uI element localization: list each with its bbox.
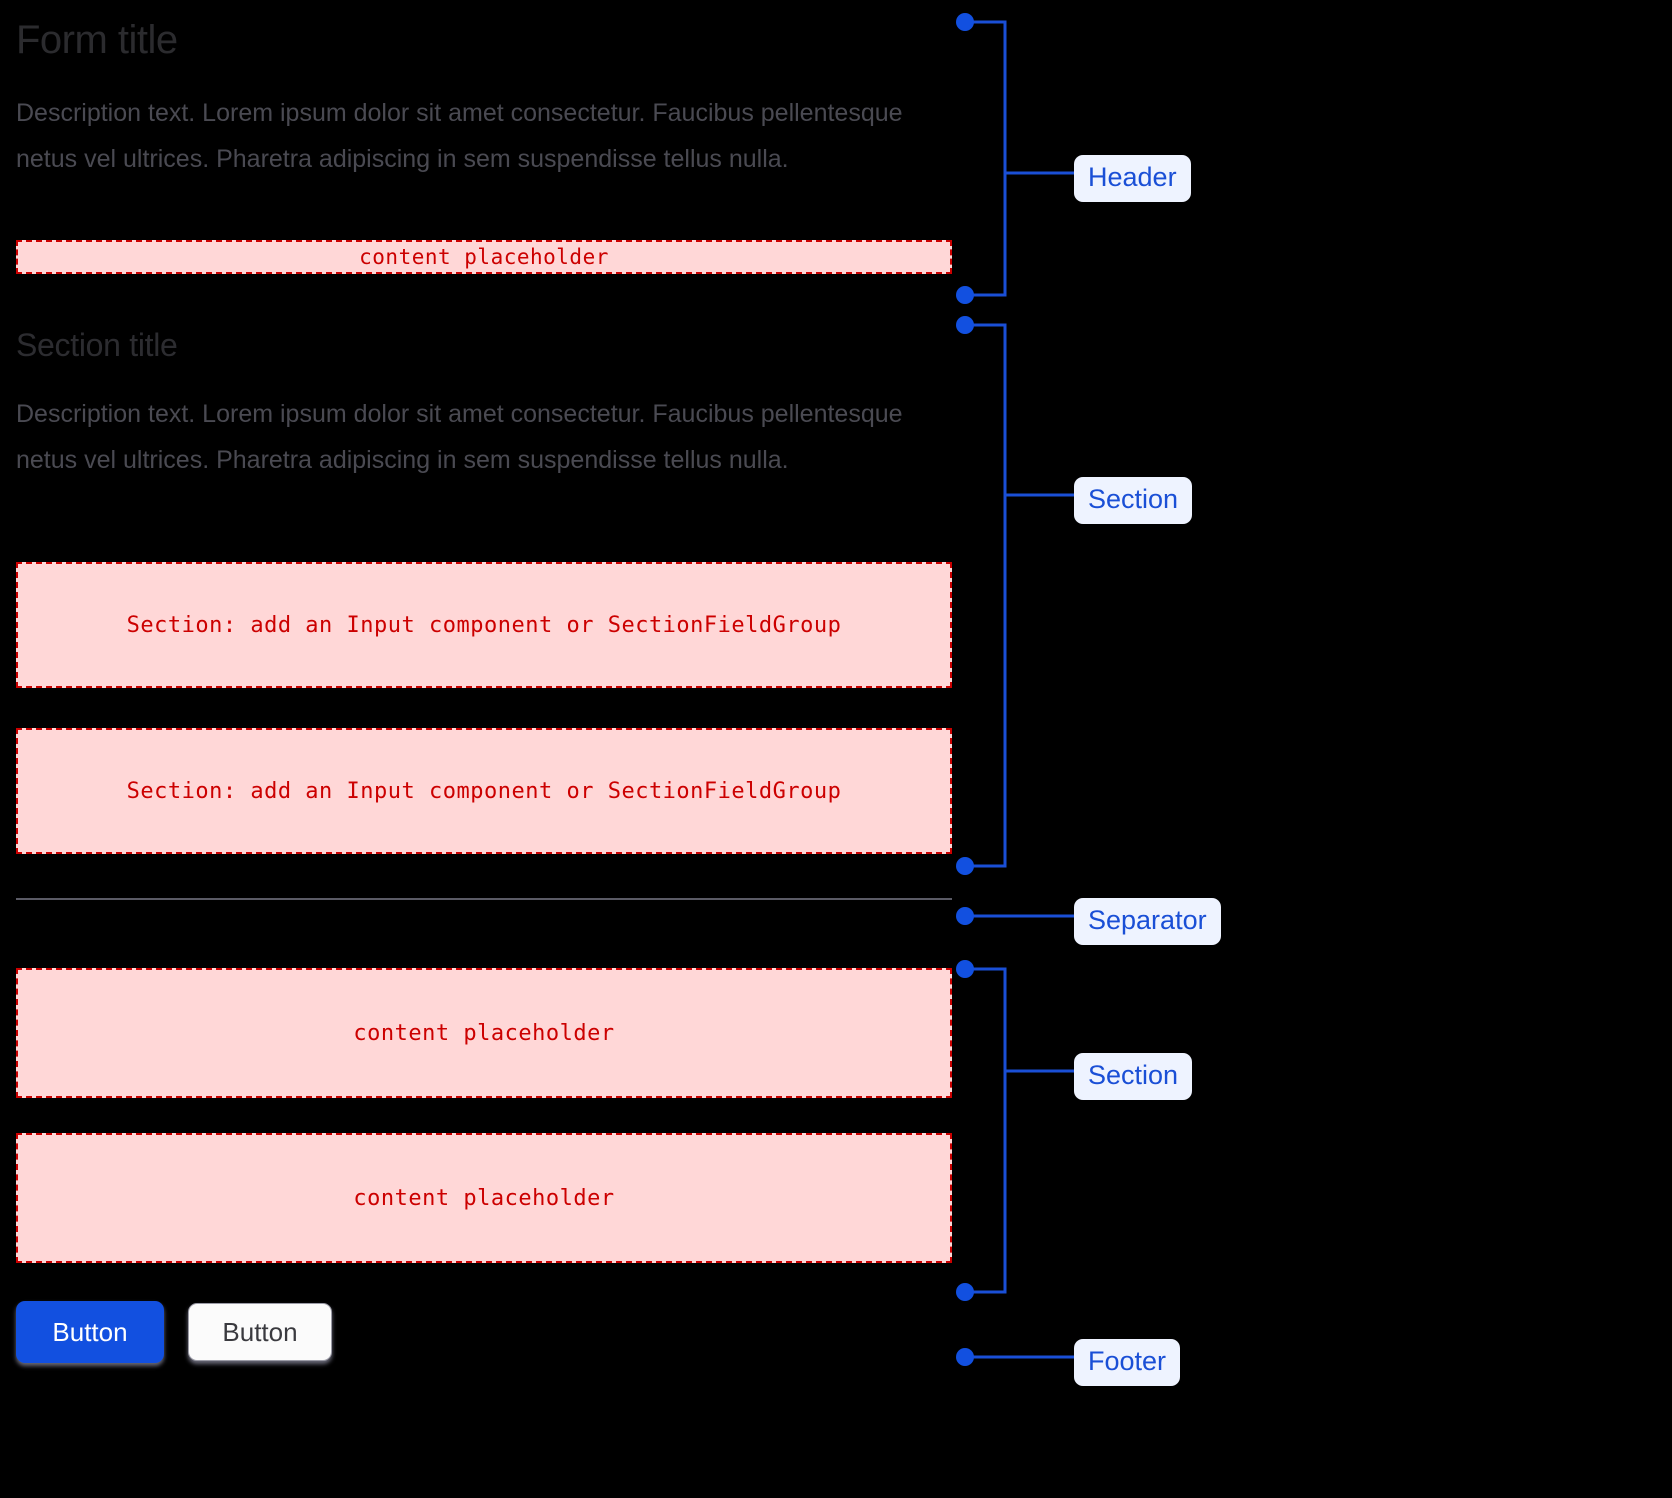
header-bracket	[965, 20, 1007, 297]
section-two-bracket-dot-bottom	[956, 1283, 974, 1301]
separator-dot	[956, 907, 974, 925]
section-field-placeholder-2-label: Section: add an Input component or Secti…	[126, 778, 842, 804]
annotation-label-section[interactable]: Section	[1074, 477, 1193, 524]
section-two-content-placeholder-1[interactable]: content placeholder	[16, 968, 952, 1098]
header-description: Description text. Lorem ipsum dolor sit …	[16, 99, 903, 173]
annotation-label-footer[interactable]: Footer	[1074, 1339, 1181, 1386]
section-field-placeholder-1-label: Section: add an Input component or Secti…	[126, 612, 842, 638]
page-title: Form title	[16, 18, 178, 62]
section-two-content-placeholder-2[interactable]: content placeholder	[16, 1133, 952, 1263]
annotation-label-header[interactable]: Header	[1074, 155, 1191, 202]
footer-dot	[956, 1348, 974, 1366]
section-bracket-dot-top	[956, 316, 974, 334]
separator-divider	[16, 898, 952, 900]
section-description: Description text. Lorem ipsum dolor sit …	[16, 400, 903, 474]
section-bracket-dot-bottom	[956, 857, 974, 875]
annotation-endpoint-dots	[956, 13, 974, 1366]
section-two-content-placeholder-1-label: content placeholder	[353, 1020, 615, 1046]
section-two-bracket-dot-top	[956, 960, 974, 978]
primary-button[interactable]: Button	[16, 1301, 164, 1363]
secondary-button[interactable]: Button	[188, 1303, 332, 1361]
section-two-bracket	[965, 967, 1007, 1294]
header-bracket-dot-top	[956, 13, 974, 31]
annotation-label-section-two[interactable]: Section	[1074, 1053, 1193, 1100]
section-field-placeholder-2[interactable]: Section: add an Input component or Secti…	[16, 728, 952, 854]
header-bracket-dot-bottom	[956, 286, 974, 304]
section-field-placeholder-1[interactable]: Section: add an Input component or Secti…	[16, 562, 952, 688]
header-content-placeholder-label: content placeholder	[359, 245, 609, 269]
footer-actions: Button Button	[16, 1301, 332, 1363]
header-content-placeholder[interactable]: content placeholder	[16, 240, 952, 274]
section-bracket	[965, 323, 1007, 868]
annotation-label-separator[interactable]: Separator	[1074, 898, 1221, 945]
section-two-content-placeholder-2-label: content placeholder	[353, 1185, 615, 1211]
section-title: Section title	[16, 327, 178, 363]
form-container: Form title Description text. Lorem ipsum…	[16, 0, 952, 1498]
